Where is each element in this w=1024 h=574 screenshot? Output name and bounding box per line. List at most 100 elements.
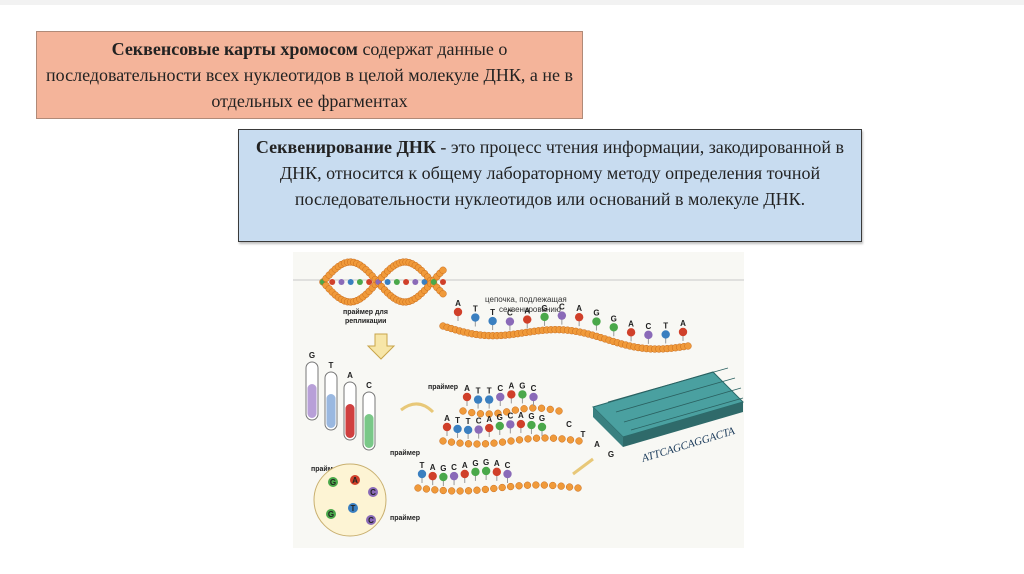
gel-lane-letter: A — [594, 440, 600, 449]
nucleotide-T — [464, 426, 472, 434]
nucleotide-letter: T — [455, 416, 460, 425]
nucleotide-C — [506, 420, 514, 428]
backbone-bead — [525, 435, 532, 442]
backbone-bead — [460, 408, 467, 415]
backbone-bead — [440, 290, 447, 297]
nucleotide-C — [450, 472, 458, 480]
nucleotide-letter: C — [497, 384, 503, 393]
backbone-bead — [516, 436, 523, 443]
backbone-bead — [566, 484, 573, 491]
nucleotide-letter: C — [559, 303, 565, 312]
nucleotide-A — [485, 424, 493, 432]
backbone-bead — [490, 485, 497, 492]
curved-arrow — [401, 404, 433, 412]
nucleotide-letter: G — [528, 412, 534, 421]
zoom-letter: C — [370, 488, 376, 497]
helix-base-pair — [385, 279, 391, 285]
backbone-bead — [558, 483, 565, 490]
backbone-bead — [482, 486, 489, 493]
helix-base-pair — [348, 279, 354, 285]
nucleotide-T — [474, 395, 482, 403]
nucleotide-G — [592, 317, 600, 325]
backbone-bead — [532, 482, 539, 489]
nucleotide-letter: G — [440, 464, 446, 473]
backbone-bead — [547, 406, 554, 413]
helix-base-pair — [329, 279, 335, 285]
primer-replication-label-2: репликации — [345, 318, 386, 325]
nucleotide-letter: A — [486, 415, 492, 424]
backbone-bead — [524, 482, 531, 489]
zoom-letter: A — [352, 476, 358, 485]
backbone-bead — [556, 408, 563, 415]
nucleotide-letter: C — [507, 309, 513, 318]
backbone-bead — [575, 485, 582, 492]
nucleotide-A — [493, 468, 501, 476]
backbone-bead — [440, 267, 447, 274]
backbone-bead — [533, 435, 540, 442]
gel-arrow — [573, 459, 593, 474]
backbone-bead — [474, 441, 481, 448]
tube-label: A — [347, 371, 353, 380]
zoom-letter: G — [328, 510, 334, 519]
tube-liquid — [327, 394, 336, 428]
primer-label-2: праймер — [390, 449, 420, 457]
nucleotide-A — [428, 472, 436, 480]
backbone-bead — [415, 485, 422, 492]
nucleotide-C — [529, 393, 537, 401]
backbone-bead — [567, 436, 574, 443]
nucleotide-T — [661, 330, 669, 338]
nucleotide-letter: A — [462, 461, 468, 470]
backbone-bead — [440, 487, 447, 494]
nucleotide-A — [575, 313, 583, 321]
nucleotide-letter: C — [531, 384, 537, 393]
box2-title: Секвенирование ДНК — [256, 137, 436, 157]
backbone-bead — [549, 482, 556, 489]
tube-label: C — [366, 381, 372, 390]
nucleotide-letter: A — [576, 304, 582, 313]
backbone-bead — [457, 440, 464, 447]
nucleotide-G — [496, 422, 504, 430]
tube-label: G — [309, 351, 315, 360]
backbone-bead — [482, 440, 489, 447]
nucleotide-T — [488, 317, 496, 325]
nucleotide-letter: A — [455, 299, 461, 308]
nucleotide-letter: A — [444, 414, 450, 423]
nucleotide-A — [443, 423, 451, 431]
nucleotide-C — [506, 317, 514, 325]
primer-label-3: праймер — [390, 514, 420, 522]
nucleotide-letter: A — [430, 463, 436, 472]
nucleotide-T — [418, 470, 426, 478]
tube-liquid — [365, 414, 374, 448]
nucleotide-G — [527, 421, 535, 429]
nucleotide-letter: T — [466, 417, 471, 426]
nucleotide-G — [482, 467, 490, 475]
backbone-bead — [542, 435, 549, 442]
nucleotide-G — [610, 323, 618, 331]
backbone-bead — [550, 435, 557, 442]
helix-base-pair — [440, 279, 446, 285]
nucleotide-letter: C — [476, 417, 482, 426]
nucleotide-G — [471, 468, 479, 476]
top-strip — [0, 0, 1024, 5]
nucleotide-letter: T — [490, 308, 495, 317]
nucleotide-C — [644, 331, 652, 339]
nucleotide-A — [454, 308, 462, 316]
backbone-bead — [431, 486, 438, 493]
nucleotide-letter: C — [645, 322, 651, 331]
box1-title: Секвенсовые карты хромосом — [112, 39, 358, 59]
nucleotide-C — [474, 425, 482, 433]
helix-base-pair — [394, 279, 400, 285]
helix-base-pair — [357, 279, 363, 285]
backbone-bead — [423, 486, 430, 493]
nucleotide-letter: C — [507, 411, 513, 420]
nucleotide-letter: G — [539, 414, 545, 423]
backbone-bead — [474, 487, 481, 494]
nucleotide-letter: G — [472, 459, 478, 468]
nucleotide-letter: G — [497, 413, 503, 422]
helix-base-pair — [366, 279, 372, 285]
gel-lane-letter: C — [566, 420, 572, 429]
backbone-bead — [516, 482, 523, 489]
backbone-bead — [499, 439, 506, 446]
tube-liquid — [346, 404, 355, 438]
dna-sequencing-definition-box: Секвенирование ДНК - это процесс чтения … — [238, 129, 862, 242]
